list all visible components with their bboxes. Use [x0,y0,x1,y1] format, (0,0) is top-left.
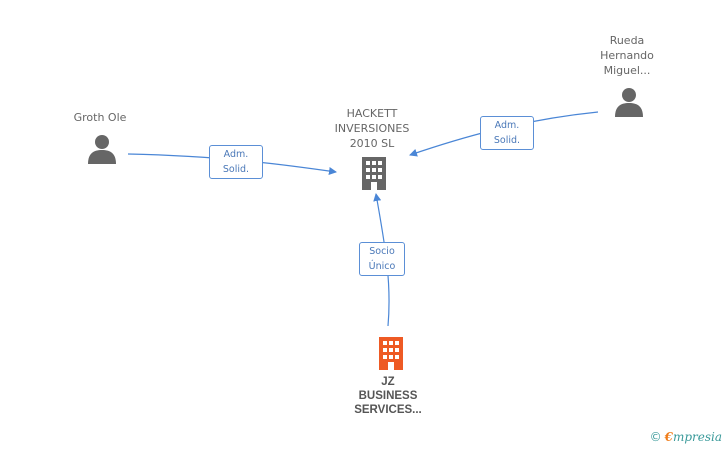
edge-label-jz: Socio Único [359,242,405,276]
brand-name: mpresia [672,430,722,444]
node-label-line: SERVICES... [354,404,422,416]
node-label-line: BUSINESS [358,390,418,402]
building-icon[interactable] [375,336,407,370]
edge-label-line: Solid. [493,135,521,146]
brand-footer: ©€mpresia [650,430,722,444]
node-label-line: Groth Ole [73,111,127,124]
node-label-center[interactable]: HACKETT INVERSIONES 2010 SL [322,106,422,151]
node-label-groth[interactable]: Groth Ole [50,110,150,125]
edge-label-groth: Adm. Solid. [209,145,263,179]
person-icon[interactable] [614,87,644,117]
node-label-line: Hernando [600,49,654,62]
edge-label-line: Socio [369,246,395,257]
edge-label-rueda: Adm. Solid. [480,116,534,150]
node-label-line: HACKETT [346,107,398,120]
copyright-icon: © [649,430,662,444]
node-label-line: INVERSIONES [334,122,410,135]
person-icon[interactable] [87,134,117,164]
node-label-rueda[interactable]: Rueda Hernando Miguel... [577,33,677,78]
node-label-line: Rueda [609,34,645,47]
node-label-jz[interactable]: JZ BUSINESS SERVICES... [336,375,440,417]
building-icon[interactable] [358,156,390,190]
edge-label-line: Solid. [222,164,250,175]
node-label-line: Miguel... [603,64,651,77]
node-label-line: 2010 SL [349,137,395,150]
node-label-line: JZ [381,376,395,388]
edge-label-line: Adm. [223,149,249,160]
edge-label-line: Único [368,261,396,272]
edge-label-line: Adm. [494,120,520,131]
brand-logo-letter: € [664,430,673,444]
